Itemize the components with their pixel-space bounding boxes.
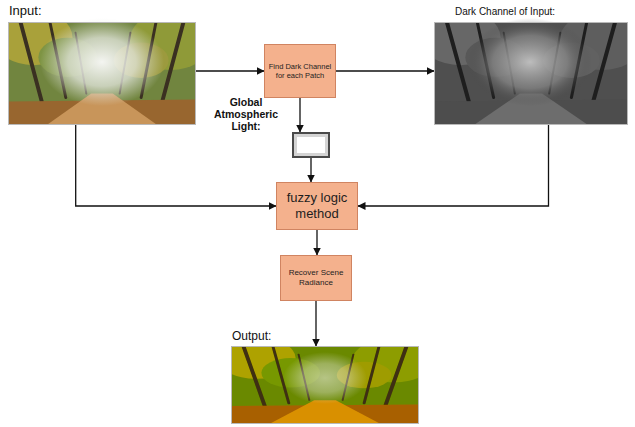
flow-arrow	[310, 158, 311, 182]
image-heading: Global Atmospheric Light:	[208, 96, 284, 132]
box-label: Recover Scene Radiance	[284, 268, 348, 287]
flow-arrow	[316, 230, 317, 255]
input-image-frame: Input:	[8, 22, 196, 125]
box-label: Find Dark Channel for each Patch	[268, 62, 332, 80]
flow-arrow	[358, 125, 549, 206]
process-box: Find Dark Channel for each Patch	[264, 44, 336, 98]
output-image-frame: Output:	[231, 346, 419, 424]
image-heading: Dark Channel of Input:	[455, 6, 555, 18]
flow-arrow	[336, 70, 434, 71]
atmospheric-light-box: Global Atmospheric Light:	[292, 132, 330, 158]
process-box: Recover Scene Radiance	[280, 255, 352, 301]
image-heading: Input:	[9, 4, 42, 19]
flow-arrow	[76, 125, 276, 206]
flow-arrow	[196, 70, 264, 71]
process-box: fuzzy logic method	[276, 182, 358, 230]
dark-channel-image-frame: Dark Channel of Input:	[434, 22, 628, 125]
flow-arrow	[299, 98, 300, 132]
box-label: fuzzy logic method	[280, 190, 354, 221]
flow-arrow	[315, 301, 316, 346]
image-heading: Output:	[232, 330, 271, 344]
